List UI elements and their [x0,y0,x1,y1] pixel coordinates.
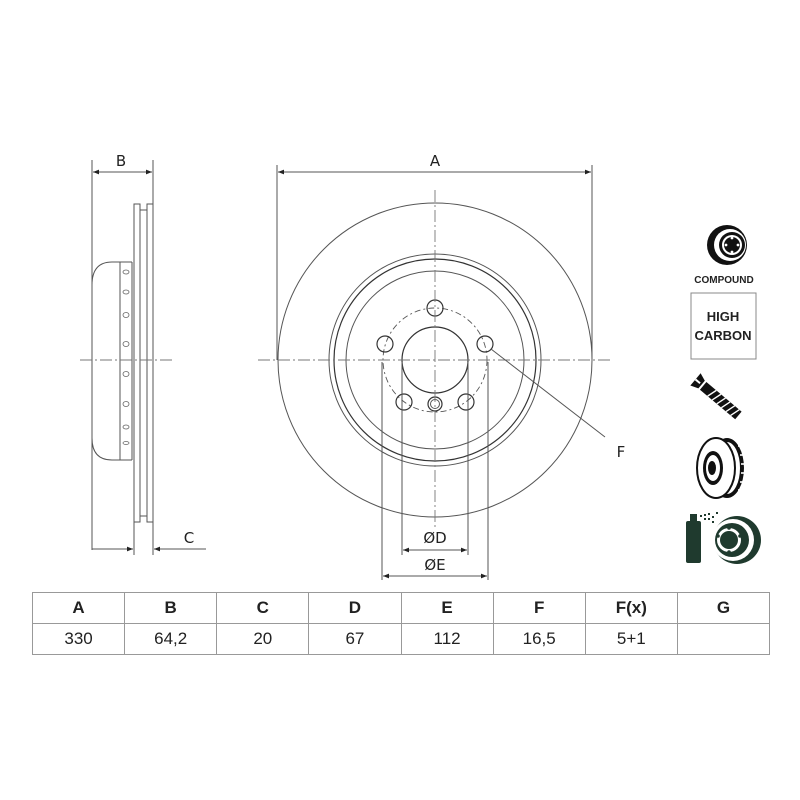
table-header-cell: G [676,592,771,624]
compound-label: COMPOUND [694,275,753,286]
hat-holes [122,269,130,445]
high-carbon-line1: HIGH [707,309,740,324]
table-header-cell: C [216,592,310,624]
table-value-cell: 67 [308,623,402,655]
table-value-cell [676,623,771,655]
table-header-cell: B [124,592,218,624]
table-header-cell: F [492,592,586,624]
front-view: A F ØD ØE [258,152,625,580]
table-value-cell: 5+1 [584,623,678,655]
coated-disc-spray-icon [686,512,761,564]
feature-icons: COMPOUND HIGH CARBON [686,225,761,564]
table-value-cell: 64,2 [124,623,218,655]
screw-icon [690,373,742,420]
dimension-table: A B C D E F F(x) G 330 64,2 20 67 112 16… [31,592,771,655]
bolt-hole [395,393,413,411]
side-view: B C [80,152,206,555]
table-header-cell: D [308,592,402,624]
f-dimension-label: F [617,443,626,461]
d-dimension-label: ØD [423,529,446,547]
bolt-hole [476,335,494,353]
e-dimension-label: ØE [424,556,445,574]
table-header-cell: F(x) [584,592,678,624]
hat-profile [91,261,132,461]
table-header-cell: A [31,592,126,624]
table-value-cell: 16,5 [492,623,586,655]
high-carbon-line2: CARBON [694,328,751,343]
disc-profile [133,203,154,523]
b-dimension-label: B [116,152,126,170]
bolt-hole [376,335,394,353]
compound-icon: COMPOUND [694,225,754,286]
c-dimension-label: C [184,529,194,547]
table-header-row: A B C D E F F(x) G [31,592,771,624]
table-value-cell: 20 [216,623,310,655]
table-value-row: 330 64,2 20 67 112 16,5 5+1 [31,623,771,655]
bolt-hole [457,393,475,411]
table-value-cell: 112 [400,623,494,655]
high-carbon-badge: HIGH CARBON [690,292,757,360]
table-header-cell: E [400,592,494,624]
a-dimension-label: A [430,152,441,170]
table-value-cell: 330 [31,623,126,655]
vented-disc-icon [696,437,746,499]
f-leader-line [490,348,606,438]
